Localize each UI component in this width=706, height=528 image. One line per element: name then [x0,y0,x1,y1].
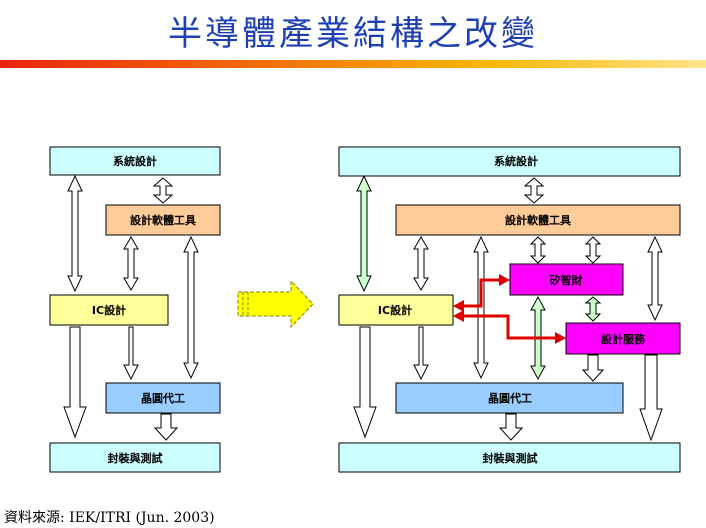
after-eda-tools-box [395,204,681,236]
before-arrow-system-eda [152,177,174,204]
after-arrow-service-foundry [581,354,605,382]
after-arrow-foundry-packaging [498,413,524,441]
before-packaging-box [49,442,221,473]
before-packaging-label: 封裝與測試 [108,451,163,465]
after-arrow-ip-service [584,296,602,322]
after-arrow-ic-packaging [353,326,377,439]
after-red-arrowheads [453,274,566,344]
before-system-design-box [49,146,221,176]
after-design-service-label: 設計服務 [601,332,646,346]
after-arrow-service-packaging [639,354,663,442]
red-arrowhead-right-service [555,332,566,344]
after-eda-tools-label: 設計軟體工具 [505,213,571,227]
transition-arrow [237,279,314,329]
after-packaging-box [338,442,681,473]
after-arrow-eda-ip [529,236,547,264]
after-arrow-eda-ic [413,236,429,291]
slide-title: 半導體產業結構之改變 [168,14,538,54]
before-arrow-ic-packaging [63,326,87,439]
after-arrow-eda-service [647,235,663,322]
source-note: 資料來源: IEK/ITRI (Jun. 2003) [4,510,215,526]
before-ic-design-box [49,294,169,326]
after-foundry-label: 晶圓代工 [488,391,532,405]
after-white-arrows [353,177,663,442]
before-arrows [63,174,199,441]
after-system-design-label: 系統設計 [494,154,538,168]
before-eda-tools-label: 設計軟體工具 [130,213,196,227]
after-system-design-box [338,146,681,177]
after-red-links [462,278,556,340]
red-link-ic-ip [462,278,500,308]
after-ip-label: 矽智財 [550,273,583,287]
transition-arrow-shape [237,279,314,329]
before-eda-tools-box [105,204,221,236]
red-arrowhead-left-top [453,300,464,312]
before-arrow-system-ic [67,174,83,293]
before-foundry-label: 晶圓代工 [141,391,185,405]
red-arrowhead-left-bottom [453,310,464,322]
title-underline [0,60,706,68]
before-system-design-label: 系統設計 [113,154,157,168]
before-structure: 系統設計 設計軟體工具 IC設計 晶圓代工 封裝與測試 [49,146,221,473]
before-arrow-eda-foundry [183,235,199,380]
after-ic-design-label: IC設計 [378,303,412,317]
after-arrow-eda-ip-2 [584,236,602,264]
red-arrowhead-right-ip [499,274,510,286]
after-foundry-box [395,382,624,414]
before-boxes [49,146,221,473]
before-ic-design-label: IC設計 [92,303,126,317]
after-arrow-system-eda [523,177,545,204]
before-arrow-eda-ic [123,236,139,291]
after-arrow-system-ic [356,174,372,293]
before-arrow-foundry-packaging [153,413,179,441]
after-arrow-ic-foundry [413,326,429,381]
before-foundry-box [105,382,221,414]
after-packaging-label: 封裝與測試 [483,451,538,465]
after-boxes [338,146,681,473]
after-ip-box [509,263,624,296]
red-link-ic-service [462,314,556,340]
after-design-service-box [565,322,681,355]
after-ic-design-box [338,294,454,326]
after-structure: 系統設計 設計軟體工具 矽智財 IC設計 設計服務 晶圓代工 封裝與測試 [338,146,681,473]
before-arrow-ic-foundry [123,326,139,381]
